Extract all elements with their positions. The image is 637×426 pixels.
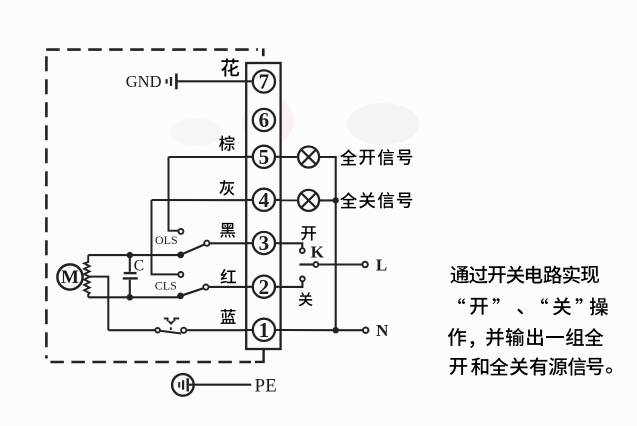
svg-text:4: 4	[259, 188, 270, 212]
svg-text:2: 2	[259, 275, 270, 299]
svg-text:K: K	[311, 242, 325, 261]
svg-text:OLS: OLS	[155, 233, 178, 247]
svg-text:1: 1	[259, 318, 270, 342]
svg-text:3: 3	[259, 231, 270, 255]
svg-text:CLS: CLS	[155, 279, 177, 293]
svg-text:M: M	[61, 267, 79, 288]
svg-text:PE: PE	[255, 376, 277, 397]
svg-text:C: C	[134, 258, 144, 275]
svg-text:7: 7	[259, 70, 270, 94]
svg-text:GND: GND	[126, 72, 162, 91]
svg-text:5: 5	[259, 145, 270, 169]
svg-text:N: N	[376, 321, 389, 340]
svg-text:L: L	[376, 255, 387, 274]
svg-text:6: 6	[259, 108, 270, 132]
